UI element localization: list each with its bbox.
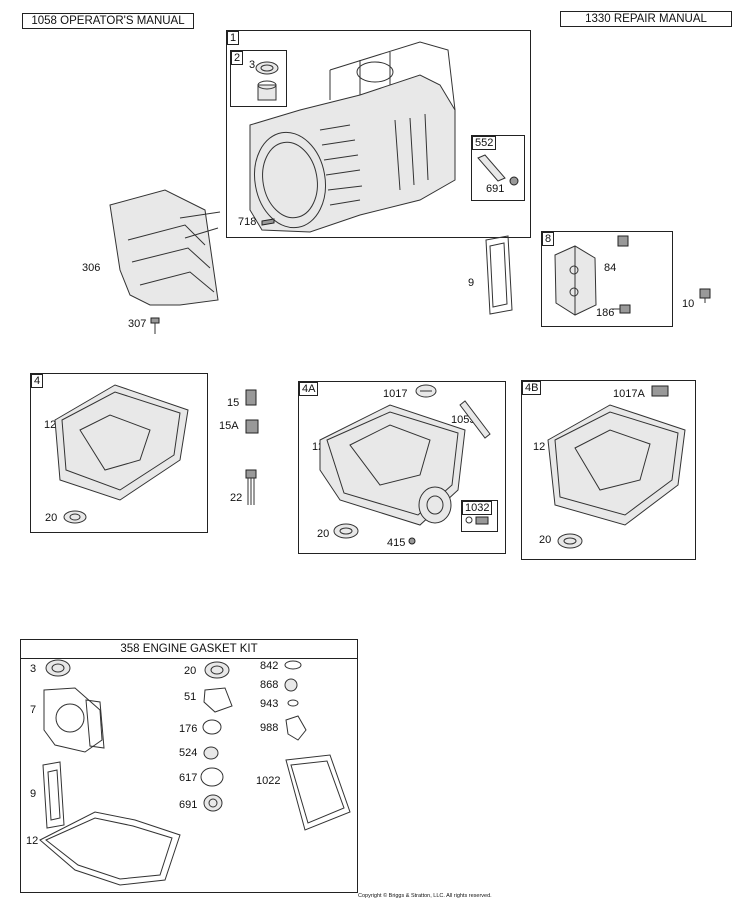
kit-part-51-label[interactable]: 51 <box>184 691 197 703</box>
kit-part-691-label[interactable]: 691 <box>179 799 198 811</box>
part-306-label[interactable]: 306 <box>82 262 101 274</box>
repair-manual-box[interactable]: 1330 REPAIR MANUAL <box>560 11 732 27</box>
group-1-tag[interactable]: 1 <box>227 31 240 45</box>
kit-part-617-label[interactable]: 617 <box>179 772 198 784</box>
kit-part-176-label[interactable]: 176 <box>179 723 198 735</box>
group-552-frame: 552 691 <box>471 135 525 201</box>
part-415-label[interactable]: 415 <box>387 537 406 549</box>
part-20-4a-label[interactable]: 20 <box>317 528 330 540</box>
group-2-tag[interactable]: 2 <box>231 51 244 65</box>
part-1017-label[interactable]: 1017 <box>383 388 408 400</box>
copyright-notice: Copyright © Briggs & Stratton, LLC. All … <box>358 893 492 899</box>
part-15a-label[interactable]: 15A <box>219 420 239 432</box>
part-186-label[interactable]: 186 <box>596 307 615 319</box>
kit-part-943-label[interactable]: 943 <box>260 698 279 710</box>
part-10-label[interactable]: 10 <box>682 298 695 310</box>
part-718-label[interactable]: 718 <box>238 216 257 228</box>
group-8-tag[interactable]: 8 <box>542 232 555 246</box>
kit-part-524-label[interactable]: 524 <box>179 747 198 759</box>
part-15-label[interactable]: 15 <box>227 397 240 409</box>
part-20-label[interactable]: 20 <box>45 512 58 524</box>
part-1017a-label[interactable]: 1017A <box>613 388 645 400</box>
part-22-label[interactable]: 22 <box>230 492 243 504</box>
gasket-kit-frame: 358 ENGINE GASKET KIT <box>20 639 358 893</box>
kit-part-1022-label[interactable]: 1022 <box>256 775 281 787</box>
kit-part-7-label[interactable]: 7 <box>30 704 37 716</box>
group-1032-tag[interactable]: 1032 <box>462 501 493 515</box>
part-9-label[interactable]: 9 <box>468 277 475 289</box>
group-4b-tag[interactable]: 4B <box>522 381 542 395</box>
group-4a-tag[interactable]: 4A <box>299 382 319 396</box>
kit-part-988-label[interactable]: 988 <box>260 722 279 734</box>
part-12-label[interactable]: 12 <box>44 419 57 431</box>
gasket-kit-title[interactable]: 358 ENGINE GASKET KIT <box>21 640 357 659</box>
kit-part-9-label[interactable]: 9 <box>30 788 37 800</box>
group-4b-frame: 4B 1017A 12 20 <box>521 380 696 560</box>
group-8-frame: 8 84 186 <box>541 231 673 327</box>
part-20-4b-label[interactable]: 20 <box>539 534 552 546</box>
group-4-tag[interactable]: 4 <box>31 374 44 388</box>
kit-part-842-label[interactable]: 842 <box>260 660 279 672</box>
part-12-4b-label[interactable]: 12 <box>533 441 546 453</box>
part-691-label[interactable]: 691 <box>486 183 505 195</box>
part-307-label[interactable]: 307 <box>128 318 147 330</box>
kit-part-868-label[interactable]: 868 <box>260 679 279 691</box>
operators-manual-box[interactable]: 1058 OPERATOR'S MANUAL <box>22 13 194 29</box>
group-1032-frame: 1032 <box>461 500 498 532</box>
group-1-frame: 1 <box>226 30 531 238</box>
part-84-label[interactable]: 84 <box>604 262 617 274</box>
group-2-frame: 2 3 <box>230 50 287 107</box>
kit-part-12-label[interactable]: 12 <box>26 835 39 847</box>
kit-part-3-label[interactable]: 3 <box>30 663 37 675</box>
group-552-tag[interactable]: 552 <box>472 136 497 150</box>
kit-part-20-label[interactable]: 20 <box>184 665 197 677</box>
part-3-label[interactable]: 3 <box>249 59 256 71</box>
group-4-frame: 4 12 20 <box>30 373 208 533</box>
